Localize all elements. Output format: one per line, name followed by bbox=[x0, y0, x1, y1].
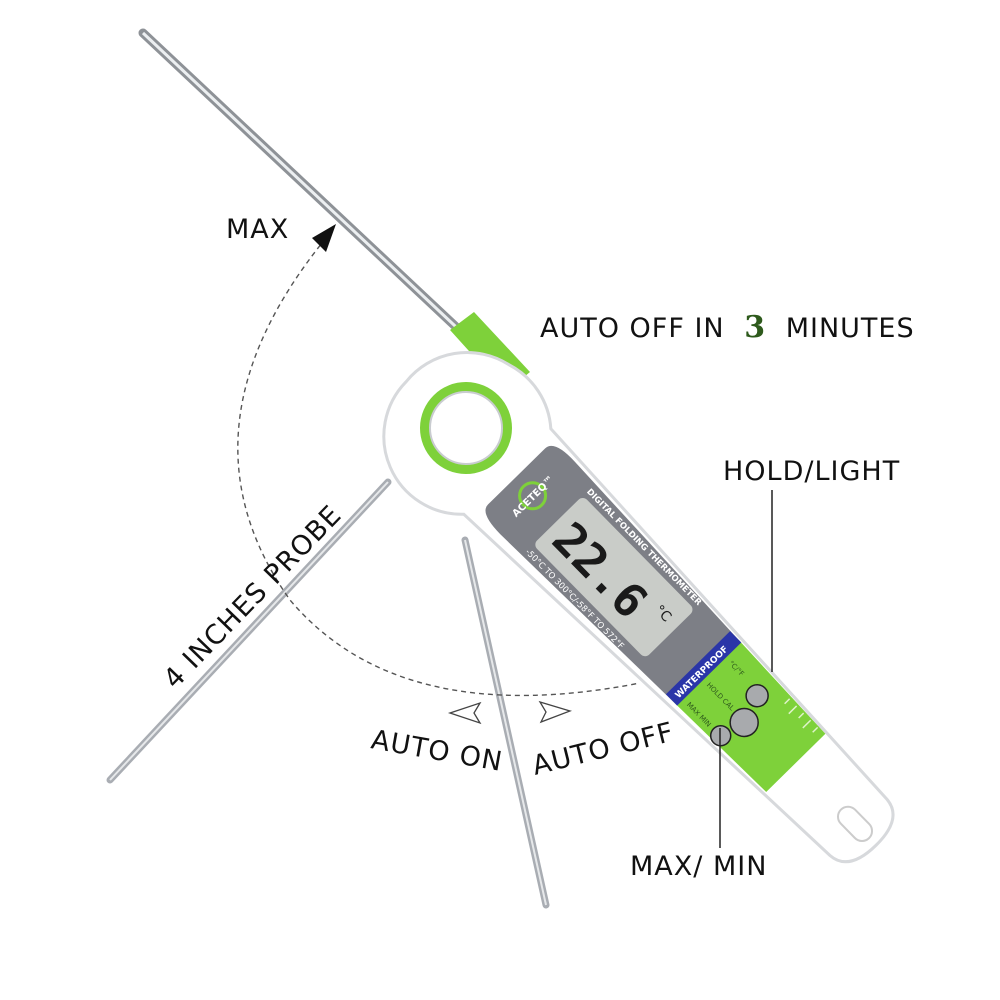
lcd-screen bbox=[535, 497, 693, 657]
hold-light-label: HOLD/LIGHT bbox=[723, 456, 900, 487]
ruler-ticks bbox=[784, 698, 819, 733]
max-arrow-icon bbox=[312, 224, 336, 252]
auto-on-arrow-icon bbox=[447, 701, 482, 725]
hanging-hole bbox=[836, 805, 874, 842]
auto-off-in-label: AUTO OFF IN 3 MINUTES bbox=[540, 310, 915, 345]
probe-length-label: 4 INCHES PROBE bbox=[158, 499, 348, 694]
hold-light-button[interactable] bbox=[742, 680, 773, 711]
hold-cal-button[interactable] bbox=[724, 703, 764, 743]
auto-off-label: AUTO OFF bbox=[529, 717, 677, 782]
waterproof-band bbox=[665, 631, 742, 706]
auto-off-arrow-icon bbox=[538, 700, 573, 724]
rotation-arc bbox=[237, 237, 641, 697]
max-min-callout: MAX/ MIN bbox=[630, 851, 767, 882]
max-label: MAX bbox=[226, 214, 289, 245]
auto-on-label: AUTO ON bbox=[369, 724, 505, 778]
